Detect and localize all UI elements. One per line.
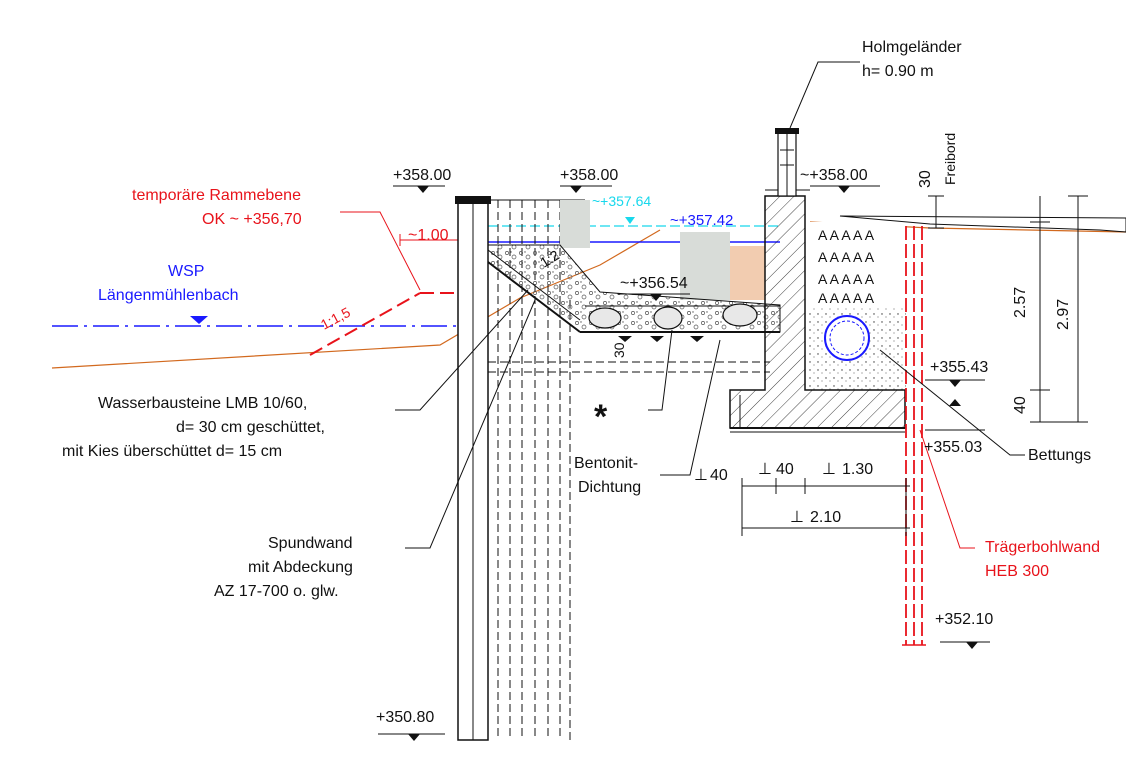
slope-15-label: 1:1,5 <box>318 304 353 333</box>
dim-tick-4: ⊥ <box>790 509 804 526</box>
svg-text:A A A A A: A A A A A <box>818 249 875 265</box>
gray-block <box>680 232 730 300</box>
ram-level-value: OK ~ +356,70 <box>202 211 302 228</box>
drainage-pipe <box>824 315 870 361</box>
elevation-sheet-pile-bottom: +350.80 <box>376 709 434 726</box>
beam-wall <box>902 226 926 646</box>
dimension-chain-horizontal <box>741 478 910 536</box>
dimension-chain-vertical <box>928 195 1088 423</box>
wsp-label: WSP <box>168 263 204 280</box>
asterisk-mark: * <box>594 398 608 436</box>
dimension-2-57: 2.57 <box>1012 287 1029 318</box>
dimension-40-b: 40 <box>776 461 794 478</box>
freeboard-value: 30 <box>917 170 934 188</box>
elevation-water-blue: ~+357.42 <box>670 212 733 229</box>
dimension-1-30: 1.30 <box>842 461 873 478</box>
ram-level-label: temporäre Rammebene <box>132 187 301 204</box>
elevation-top-left: +358.00 <box>393 167 451 184</box>
stones-label-1: Wasserbausteine LMB 10/60, <box>98 395 307 412</box>
sheet-pile-label-1: Spundwand <box>268 535 353 552</box>
stones-label-3: mit Kies überschüttet d= 15 cm <box>62 443 282 460</box>
dimension-40-a: 40 <box>710 467 728 484</box>
stones-label-2: d= 30 cm geschüttet, <box>176 419 325 436</box>
backfill: A A A A A A A A A A A A A A A A A A A A <box>808 222 906 390</box>
bentonite-label-1: Bentonit- <box>574 455 638 472</box>
freeboard-label: Freibord <box>942 133 958 185</box>
svg-text:A A A A A: A A A A A <box>818 290 875 306</box>
leader-lines <box>395 61 1025 549</box>
stone-slope <box>487 244 781 342</box>
beam-wall-label-1: Trägerbohlwand <box>985 539 1100 556</box>
stream-name-label: Längenmühlenbach <box>98 287 239 304</box>
retaining-wall <box>729 189 906 433</box>
elevation-pipe-top: +355.43 <box>930 359 988 376</box>
concrete-fill <box>730 246 765 300</box>
gray-block <box>560 200 590 248</box>
water-levels <box>52 217 780 327</box>
beam-wall-label-2: HEB 300 <box>985 563 1049 580</box>
railing-post <box>775 128 799 197</box>
bentonite-label-2: Dichtung <box>578 479 641 496</box>
ram-level <box>309 211 470 356</box>
railing-height-label: h= 0.90 m <box>862 63 934 80</box>
elevation-top-middle: +358.00 <box>560 167 618 184</box>
dim-tick-1: ⊥ <box>694 467 708 484</box>
svg-text:A A A A A: A A A A A <box>818 227 875 243</box>
elevation-top-right: ~+358.00 <box>800 167 868 184</box>
elevation-wall-bottom: +352.10 <box>935 611 993 628</box>
sheet-pile-label-3: AZ 17-700 o. glw. <box>214 583 339 600</box>
dim-tick-2: ⊥ <box>758 461 772 478</box>
bedding-label: Bettungs <box>1028 447 1091 464</box>
dim-tick-3: ⊥ <box>822 461 836 478</box>
elevation-water-cyan: ~+357.64 <box>592 193 651 209</box>
railing-label: Holmgeländer <box>862 39 962 56</box>
sheet-pile-label-2: mit Abdeckung <box>248 559 353 576</box>
minus-one-label: ~1.00 <box>408 227 449 244</box>
svg-text:A A A A A: A A A A A <box>818 271 875 287</box>
dimension-40-vertical: 40 <box>1012 396 1029 414</box>
elevation-markers <box>378 185 990 741</box>
elevation-foundation: +355.03 <box>924 439 982 456</box>
water-level-marker <box>190 316 208 324</box>
elevation-channel-bottom: ~+356.54 <box>620 275 688 292</box>
dimension-2-97: 2.97 <box>1055 299 1072 330</box>
layer-thickness-label: 30 <box>611 342 627 358</box>
dimension-2-10: 2.10 <box>810 509 841 526</box>
